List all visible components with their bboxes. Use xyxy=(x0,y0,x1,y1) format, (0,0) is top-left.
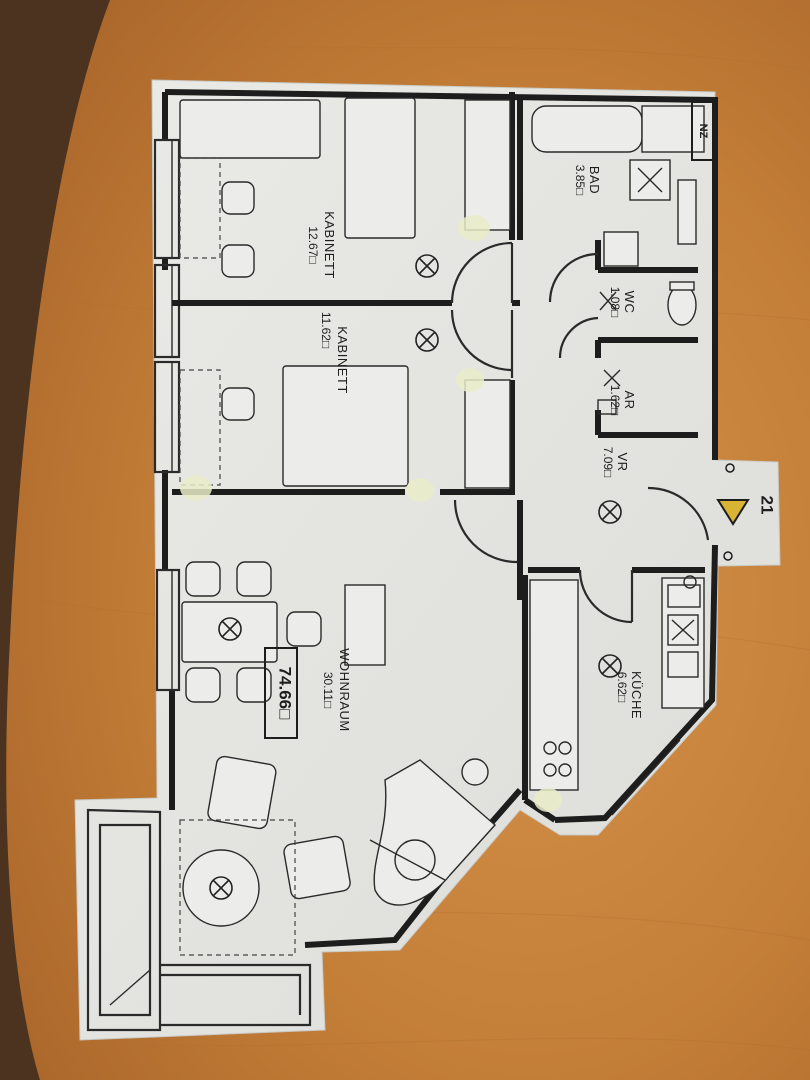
north-marker: NZ xyxy=(691,101,715,161)
unit-number-label: 21 xyxy=(758,496,777,515)
exterior-walls xyxy=(162,89,718,948)
room-area-vr: 7.09□ xyxy=(601,447,615,478)
room-label-kabinett-2: KABINETT xyxy=(335,326,350,394)
wohnraum-furniture xyxy=(181,561,496,927)
kabinett-1-furniture xyxy=(179,97,511,278)
doors xyxy=(450,241,710,624)
room-label-wohnraum: WOHNRAUM xyxy=(337,648,352,731)
wc-furniture xyxy=(599,281,697,326)
north-label: NZ xyxy=(697,124,709,139)
room-label-bad: BAD xyxy=(587,166,602,194)
room-area-kueche: 6.62□ xyxy=(615,672,629,703)
bell-icon xyxy=(725,463,735,473)
bad-furniture xyxy=(531,105,705,267)
light-switch-icon xyxy=(723,551,733,561)
balcony xyxy=(86,808,312,1032)
unit-entrance-marker: 21 xyxy=(716,463,777,561)
left-windows xyxy=(153,138,181,692)
room-area-wc: 1.08□ xyxy=(608,287,622,318)
kabinett-2-furniture xyxy=(179,365,511,489)
room-area-kabinett-1: 12.67□ xyxy=(306,226,320,263)
lamp-vr xyxy=(598,500,622,524)
room-area-ar: 1.62□ xyxy=(608,385,622,416)
entrance-triangle-icon xyxy=(716,499,750,526)
room-label-vr: VR xyxy=(615,452,630,471)
tape-remnants xyxy=(180,215,562,812)
lamp-wohnraum-lounge xyxy=(209,876,233,900)
kueche-furniture xyxy=(529,575,705,816)
total-area-label: 74.66□ xyxy=(276,667,295,720)
room-label-kueche: KÜCHE xyxy=(629,671,644,719)
room-area-kabinett-2: 11.62□ xyxy=(319,312,333,348)
lamp-kabinett-2 xyxy=(415,328,439,352)
ceiling-lamps xyxy=(209,254,622,900)
lamp-wohnraum-dining xyxy=(218,617,242,641)
room-area-bad: 3.85□ xyxy=(573,165,587,196)
room-label-wc: WC xyxy=(622,291,637,314)
total-area-box: 74.66□ xyxy=(264,647,298,739)
room-label-ar: AR xyxy=(622,390,637,409)
room-label-kabinett-1: KABINETT xyxy=(322,211,337,279)
ar-furniture xyxy=(597,369,621,415)
interior-walls xyxy=(172,92,705,823)
lamp-kueche xyxy=(598,654,622,678)
room-area-wohnraum: 30.11□ xyxy=(321,672,335,708)
lamp-kabinett-1 xyxy=(415,254,439,278)
room-labels: KABINETT 12.67□ KABINETT 11.62□ BAD 3.85… xyxy=(306,165,644,732)
